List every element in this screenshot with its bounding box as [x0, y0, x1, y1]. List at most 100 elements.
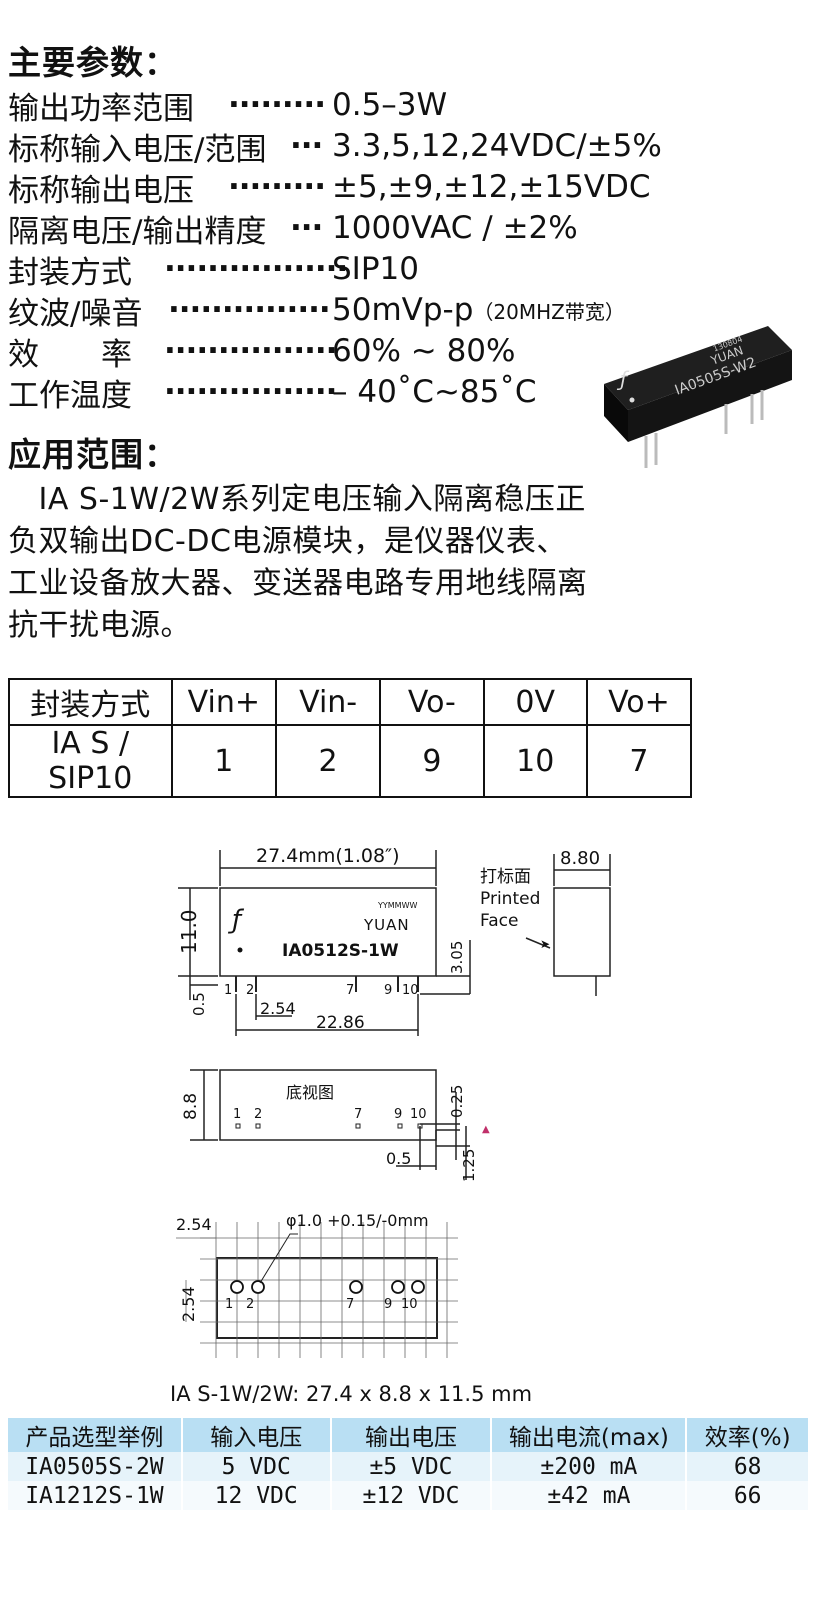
product-cell: 66 [686, 1481, 810, 1510]
front-pin-7: 7 [346, 983, 354, 998]
pin-header-cell: Vo+ [585, 678, 693, 726]
spec-label: 标称输入电压/范围 [8, 131, 267, 168]
svg-text:ƒ: ƒ [227, 905, 245, 935]
dim-pin-len-label: 0.5 [190, 992, 208, 1016]
spec-row-temperature: 工作温度 ················ – 40˚C~85˚C [8, 371, 537, 414]
pin-header-cell: Vin+ [170, 678, 278, 726]
product-table-header: 产品选型举例 输入电压 输出电压 输出电流(max) 效率(%) [8, 1418, 810, 1452]
spec-label: 工作温度 [8, 377, 132, 414]
pin-header-cell: Vo- [379, 678, 485, 726]
pin-cell: 9 [379, 724, 485, 798]
bottom-pin-2: 2 [254, 1107, 262, 1122]
spec-dots: ········· [228, 169, 326, 205]
spec-value: 3.3,5,12,24VDC/±5% [332, 128, 662, 164]
pin-cell: 2 [275, 724, 382, 798]
dim-length-label: 27.4mm(1.08″) [256, 845, 400, 867]
spec-dots: ··············· [168, 292, 331, 328]
pin-header-cell: Vin- [275, 678, 382, 726]
dim-bottom-025: 0.25 [448, 1085, 466, 1118]
spec-row-power: 输出功率范围 ········· 0.5–3W [8, 84, 447, 127]
spec-value: ±5,±9,±12,±15VDC [332, 169, 651, 205]
dimensions-caption: IA S-1W/2W: 27.4 x 8.8 x 11.5 mm [170, 1382, 533, 1406]
spec-label: 封装方式 [8, 254, 132, 291]
dim-bottom-depth: 8.8 [181, 1093, 201, 1120]
spec-value: 50mVp-p [332, 292, 474, 328]
spec-dots: ················ [164, 374, 337, 410]
product-header-cell: 产品选型举例 [8, 1418, 183, 1452]
printed-face-cn: 打标面 [480, 867, 531, 887]
product-table-row: IA0505S-2W 5 VDC ±5 VDC ±200 mA 68 [8, 1452, 810, 1481]
bottom-pin-9: 9 [394, 1107, 402, 1122]
product-cell: 12 VDC [181, 1481, 332, 1510]
front-view-body [219, 887, 437, 977]
product-table-row: IA1212S-1W 12 VDC ±12 VDC ±42 mA 66 [8, 1481, 810, 1510]
pin-table-row: IA S / SIP10 1 2 9 10 7 [8, 724, 693, 798]
dim-span-label: 22.86 [316, 1013, 365, 1033]
dim-bottom-125: 1.25 [460, 1149, 478, 1182]
label-date-code: YYMMWW [377, 901, 417, 910]
dim-bottom-05: 0.5 [386, 1149, 411, 1168]
application-line: IA S-1W/2W系列定电压输入隔离稳压正 [8, 482, 586, 517]
footprint-pin-10: 10 [401, 1297, 418, 1312]
spec-label: 纹波/噪音 [8, 295, 143, 332]
product-header-cell: 输出电压 [330, 1418, 493, 1452]
side-view-body [553, 887, 611, 977]
label-brand: YUAN [363, 916, 410, 934]
bottom-view-body [219, 1069, 437, 1141]
spec-dots: ··· [290, 210, 323, 246]
product-cell: IA0505S-2W [8, 1452, 183, 1481]
spec-row-output-voltage: 标称输出电压 ········· ±5,±9,±12,±15VDC [8, 166, 651, 209]
printed-face-en1: Printed [480, 889, 540, 909]
product-cell: 68 [686, 1452, 810, 1481]
bottom-pin-7: 7 [354, 1107, 362, 1122]
front-pin-2: 2 [246, 983, 254, 998]
spec-label: 隔离电压/输出精度 [8, 213, 267, 250]
dim-side-thick-label: 3.05 [448, 941, 466, 974]
front-pin-9: 9 [384, 983, 392, 998]
footprint-outline [216, 1257, 438, 1339]
product-cell: ±12 VDC [330, 1481, 493, 1510]
dim-width-label: 8.80 [560, 848, 600, 869]
svg-text:ƒ: ƒ [616, 367, 630, 391]
spec-dots: ··· [290, 128, 323, 164]
pin-header-cell: 0V [482, 678, 588, 726]
printed-face-en2: Face [480, 911, 518, 931]
product-header-cell: 输出电流(max) [491, 1418, 688, 1452]
application-text: IA S-1W/2W系列定电压输入隔离稳压正 负双输出DC-DC电源模块，是仪器… [8, 479, 628, 647]
pin-table-header: 封装方式 Vin+ Vin- Vo- 0V Vo+ [8, 678, 693, 726]
application-title: 应用范围： [8, 435, 178, 474]
product-cell: ±42 mA [491, 1481, 688, 1510]
label-model: IA0512S-1W [282, 941, 399, 961]
application-line: 抗干扰电源。 [8, 608, 191, 643]
spec-row-efficiency: 效 率 ················ 60% ~ 80% [8, 330, 516, 373]
pin-cell: IA S / SIP10 [8, 724, 173, 798]
spec-value: 60% ~ 80% [332, 333, 516, 369]
spec-value: – 40˚C~85˚C [332, 374, 537, 410]
product-cell: 5 VDC [181, 1452, 332, 1481]
spec-dots: ················ [164, 333, 337, 369]
product-cell: IA1212S-1W [8, 1481, 183, 1510]
main-params-title: 主要参数： [8, 43, 178, 82]
footprint-pin-7: 7 [346, 1297, 354, 1312]
spec-label: 效 率 [8, 336, 132, 373]
svg-text:➤: ➤ [540, 937, 550, 951]
pin-cell: 1 [170, 724, 278, 798]
footprint-pin-9: 9 [384, 1297, 392, 1312]
product-header-cell: 效率(%) [686, 1418, 810, 1452]
product-table: 产品选型举例 输入电压 输出电压 输出电流(max) 效率(%) IA0505S… [8, 1418, 810, 1510]
pin-table: 封装方式 Vin+ Vin- Vo- 0V Vo+ IA S / SIP10 1… [8, 678, 693, 798]
product-header-cell: 输入电压 [181, 1418, 332, 1452]
svg-text:▲: ▲ [482, 1124, 490, 1135]
spec-row-input-voltage: 标称输入电压/范围 ··· 3.3,5,12,24VDC/±5% [8, 125, 662, 168]
pin-cell: 7 [585, 724, 693, 798]
module-photo: ƒ 130804 YUAN IA0505S-W2 [604, 326, 792, 468]
footprint-pin-1: 1 [225, 1297, 233, 1312]
spec-row-isolation: 隔离电压/输出精度 ··· 1000VAC / ±2% [8, 207, 578, 250]
spec-row-package: 封装方式 ················· SIP10 [8, 248, 419, 291]
hole-spec-label: φ1.0 +0.15/-0mm [286, 1211, 429, 1230]
spec-label: 输出功率范围 [8, 90, 194, 127]
grid-pitch-y-label: 2.54 [179, 1286, 198, 1322]
spec-row-ripple: 纹波/噪音 ··············· 50mVp-p （20MHZ带宽） [8, 289, 625, 332]
pin-header-cell: 封装方式 [8, 678, 173, 726]
spec-value: 1000VAC / ±2% [332, 210, 578, 246]
